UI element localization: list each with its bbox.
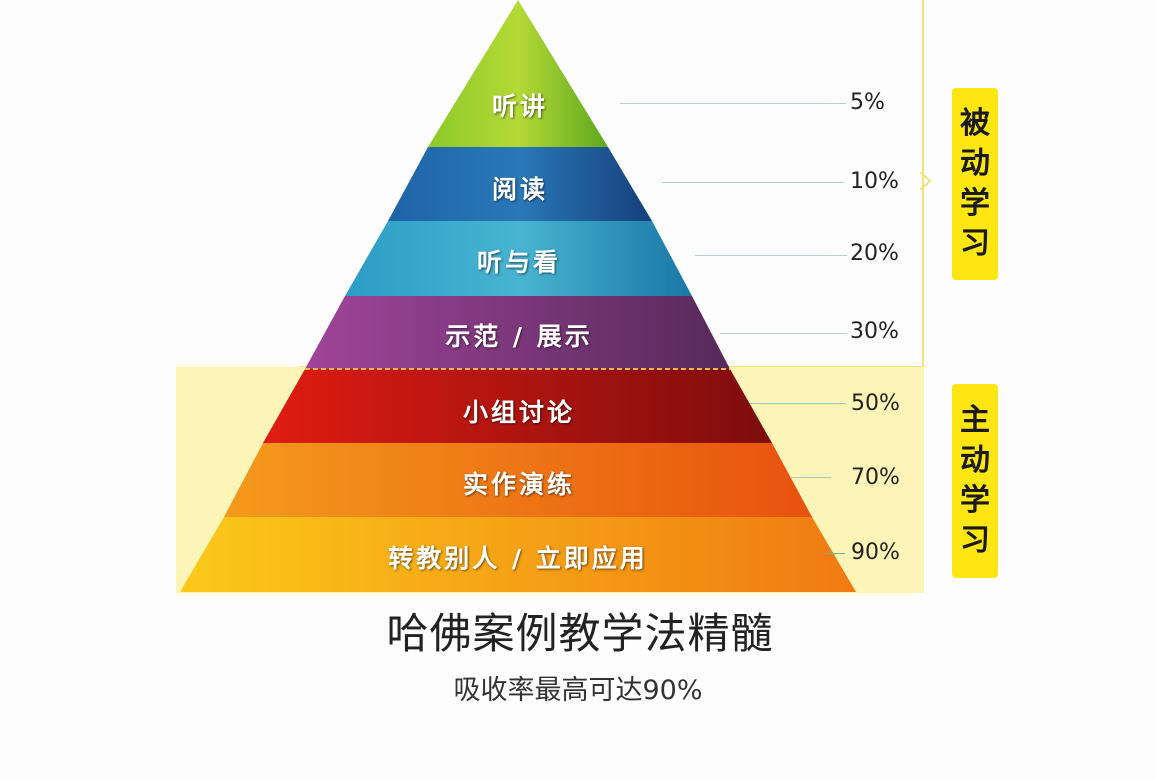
percent-label-group-discussion: 50% xyxy=(851,391,900,416)
leader-line xyxy=(662,182,844,183)
tag-char: 习 xyxy=(960,523,990,558)
active-learning-tag: 主 动 学 习 xyxy=(952,384,998,578)
diagram-subtitle: 吸收率最高可达90% xyxy=(453,675,703,706)
percent-label-lecture: 5% xyxy=(850,90,885,115)
layer-2-shape xyxy=(388,147,652,221)
percent-label-audio-visual: 20% xyxy=(850,241,899,266)
leader-line xyxy=(790,477,831,478)
tag-char: 动 xyxy=(960,443,990,478)
leader-line xyxy=(695,255,847,256)
layer-4-shape xyxy=(305,296,730,369)
layer-label-group-discussion: 小组讨论 xyxy=(462,398,576,427)
layer-label-reading: 阅读 xyxy=(491,175,549,204)
tag-char: 主 xyxy=(960,403,990,438)
diagram-title: 哈佛案例教学法精髓 xyxy=(386,609,774,658)
layer-1-shape xyxy=(428,0,608,147)
layer-label-practice: 实作演练 xyxy=(462,470,576,499)
percent-label-practice: 70% xyxy=(851,465,900,490)
layer-3-shape xyxy=(345,221,692,296)
tag-char: 被 xyxy=(960,106,990,141)
leader-line xyxy=(825,553,845,554)
percent-label-reading: 10% xyxy=(850,169,899,194)
tag-char: 习 xyxy=(960,226,990,261)
layer-label-audio-visual: 听与看 xyxy=(476,248,562,277)
leader-line xyxy=(720,333,847,334)
layer-5-shape xyxy=(263,369,772,443)
leader-line xyxy=(620,103,846,104)
tag-char: 学 xyxy=(960,483,990,518)
layer-label-lecture: 听讲 xyxy=(491,92,549,121)
layer-6-shape xyxy=(224,443,812,517)
bracket-notch xyxy=(920,172,932,190)
layer-7-shape xyxy=(180,517,856,592)
passive-learning-tag: 被 动 学 习 xyxy=(952,88,998,280)
tag-char: 学 xyxy=(960,186,990,221)
layer-label-demonstration: 示范 / 展示 xyxy=(445,322,593,351)
layer-label-teach-others: 转教别人 / 立即应用 xyxy=(388,544,648,573)
leader-line xyxy=(750,403,846,404)
tag-char: 动 xyxy=(960,146,990,181)
percent-label-teach-others: 90% xyxy=(851,540,900,565)
percent-label-demonstration: 30% xyxy=(850,319,899,344)
